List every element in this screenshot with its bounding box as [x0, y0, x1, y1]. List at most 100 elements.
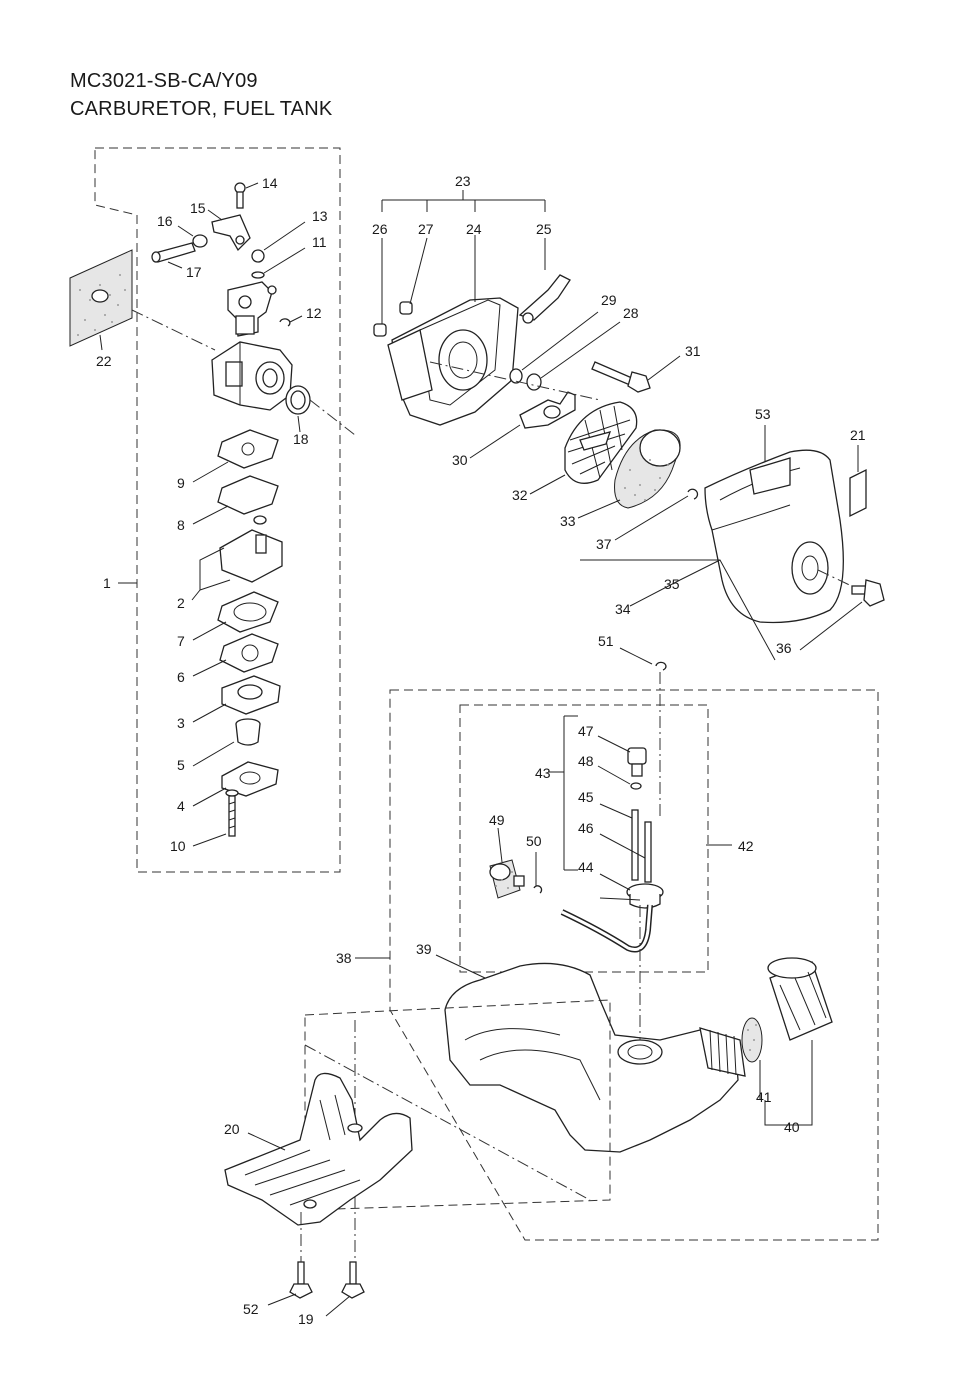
callout-51: 51	[598, 633, 614, 649]
primer-cover-part	[221, 761, 279, 797]
bushing-part	[373, 323, 387, 337]
fuel-pipe-part	[631, 809, 652, 883]
diaphragm-plate-part	[217, 429, 279, 469]
callout-21: 21	[850, 427, 866, 443]
callout-13: 13	[312, 208, 328, 224]
callout-38: 38	[336, 950, 352, 966]
callout-29: 29	[601, 292, 617, 308]
callout-31: 31	[685, 343, 701, 359]
callout-5: 5	[177, 757, 185, 773]
callout-52: 52	[243, 1301, 259, 1317]
callout-34: 34	[615, 601, 631, 617]
callout-23: 23	[455, 173, 471, 189]
callout-2: 2	[177, 595, 185, 611]
screw-part	[234, 182, 246, 209]
callout-42: 42	[738, 838, 754, 854]
tank-clip-part	[655, 661, 667, 671]
callout-50: 50	[526, 833, 542, 849]
callout-53: 53	[755, 406, 771, 422]
callout-32: 32	[512, 487, 528, 503]
callout-15: 15	[190, 200, 206, 216]
fuel-cap-part	[767, 957, 833, 1041]
air-filter-element-part	[69, 249, 133, 347]
callout-45: 45	[578, 789, 594, 805]
callout-39: 39	[416, 941, 432, 957]
filter-screen-part	[564, 401, 638, 484]
callout-1: 1	[103, 575, 111, 591]
carburetor-body-part	[211, 341, 293, 411]
callout-6: 6	[177, 669, 185, 685]
adjusting-bolt-part	[151, 234, 208, 263]
callout-28: 28	[623, 305, 639, 321]
choke-shutter-part	[519, 391, 576, 429]
callout-49: 49	[489, 812, 505, 828]
callout-16: 16	[157, 213, 173, 229]
long-screw-part	[225, 789, 239, 837]
throttle-assembly-part	[227, 281, 277, 337]
bushing-part	[399, 301, 413, 315]
diaphragm-cover-part	[221, 675, 281, 715]
hose-clamp-part	[533, 885, 543, 894]
callout-24: 24	[466, 221, 482, 237]
limiter-cap-part	[251, 249, 265, 263]
metering-diaphragm-part	[219, 633, 279, 673]
cover-knob-part	[817, 569, 885, 607]
model-number: MC3021-SB-CA/Y09	[70, 70, 258, 92]
callout-14: 14	[262, 175, 278, 191]
air-cleaner-cover-part	[704, 449, 844, 624]
callout-19: 19	[298, 1311, 314, 1327]
tank-protector-part	[224, 1072, 413, 1226]
callout-43: 43	[535, 765, 551, 781]
pump-body-part	[219, 515, 283, 583]
primer-bulb-part	[235, 718, 261, 746]
grommet-part	[626, 883, 664, 909]
callout-35: 35	[664, 576, 680, 592]
callout-4: 4	[177, 798, 185, 814]
warning-label-part	[849, 468, 867, 518]
long-bolt-part	[591, 361, 651, 393]
callout-27: 27	[418, 221, 434, 237]
callout-18: 18	[293, 431, 309, 447]
callout-9: 9	[177, 475, 185, 491]
callout-3: 3	[177, 715, 185, 731]
callout-10: 10	[170, 838, 186, 854]
callout-41: 41	[756, 1089, 772, 1105]
callout-37: 37	[596, 536, 612, 552]
retaining-clip-part	[687, 488, 699, 500]
callout-20: 20	[224, 1121, 240, 1137]
section-title: CARBURETOR, FUEL TANK	[70, 98, 333, 120]
callout-8: 8	[177, 517, 185, 533]
washer-part	[526, 373, 542, 391]
callout-33: 33	[560, 513, 576, 529]
pump-gasket-part	[217, 475, 279, 515]
callout-12: 12	[306, 305, 322, 321]
throttle-bracket-part	[211, 214, 251, 252]
fuel-filter-part	[489, 859, 525, 899]
callout-46: 46	[578, 820, 594, 836]
flange-bolt-part	[341, 1261, 365, 1299]
gasket-part	[285, 385, 311, 415]
callout-40: 40	[784, 1119, 800, 1135]
clip-part	[279, 318, 291, 327]
metering-gasket-part	[217, 591, 279, 633]
small-o-ring-part	[630, 782, 642, 790]
choke-lever-part	[518, 274, 571, 324]
callout-36: 36	[776, 640, 792, 656]
tank-strainer-part	[741, 1017, 763, 1063]
callout-17: 17	[186, 264, 202, 280]
callout-30: 30	[452, 452, 468, 468]
flange-bolt-part	[289, 1261, 313, 1299]
callout-44: 44	[578, 859, 594, 875]
foam-filter-part	[614, 429, 681, 509]
o-ring-part	[251, 271, 265, 279]
washer-part	[509, 368, 523, 384]
fuel-tank-vent-part	[627, 747, 647, 777]
fuel-tank-part	[444, 962, 746, 1153]
callout-26: 26	[372, 221, 388, 237]
callout-11: 11	[312, 234, 327, 250]
callout-25: 25	[536, 221, 552, 237]
callout-7: 7	[177, 633, 185, 649]
callout-22: 22	[96, 353, 112, 369]
air-cleaner-case-part	[387, 297, 519, 426]
